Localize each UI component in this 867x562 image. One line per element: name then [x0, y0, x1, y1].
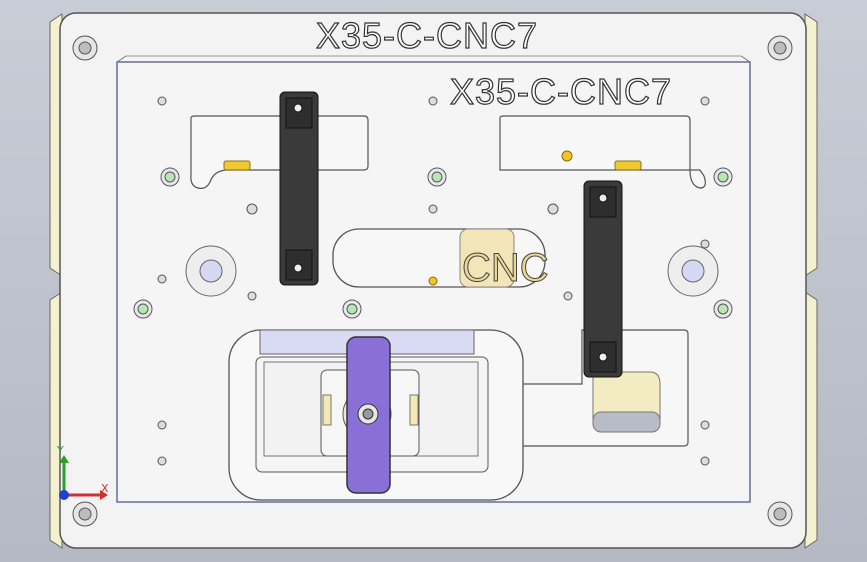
- axis-triad: X Y: [56, 444, 109, 500]
- insert-engraving: CNC: [462, 246, 549, 290]
- right-side-pad: [804, 13, 818, 549]
- clamp-bar-right[interactable]: [583, 180, 623, 378]
- x-axis-label: X: [101, 482, 109, 495]
- inner-engraved-label: X35-C-CNC7: [450, 71, 672, 112]
- large-washers: [185, 245, 719, 297]
- z-axis-dot: [59, 490, 69, 500]
- locating-pins: [133, 167, 733, 319]
- corner-mount-holes: [72, 35, 793, 527]
- y-axis-label: Y: [56, 444, 64, 457]
- yellow-tab-right: [614, 160, 642, 171]
- upper-right-pocket: [499, 115, 706, 189]
- top-engraved-label: X35-C-CNC7: [316, 15, 538, 56]
- yellow-tab-left: [223, 160, 251, 171]
- cnc-insert: [459, 228, 515, 288]
- clamp-bar-left[interactable]: [279, 91, 319, 286]
- clamp-slide-yellow-ends: [322, 394, 419, 426]
